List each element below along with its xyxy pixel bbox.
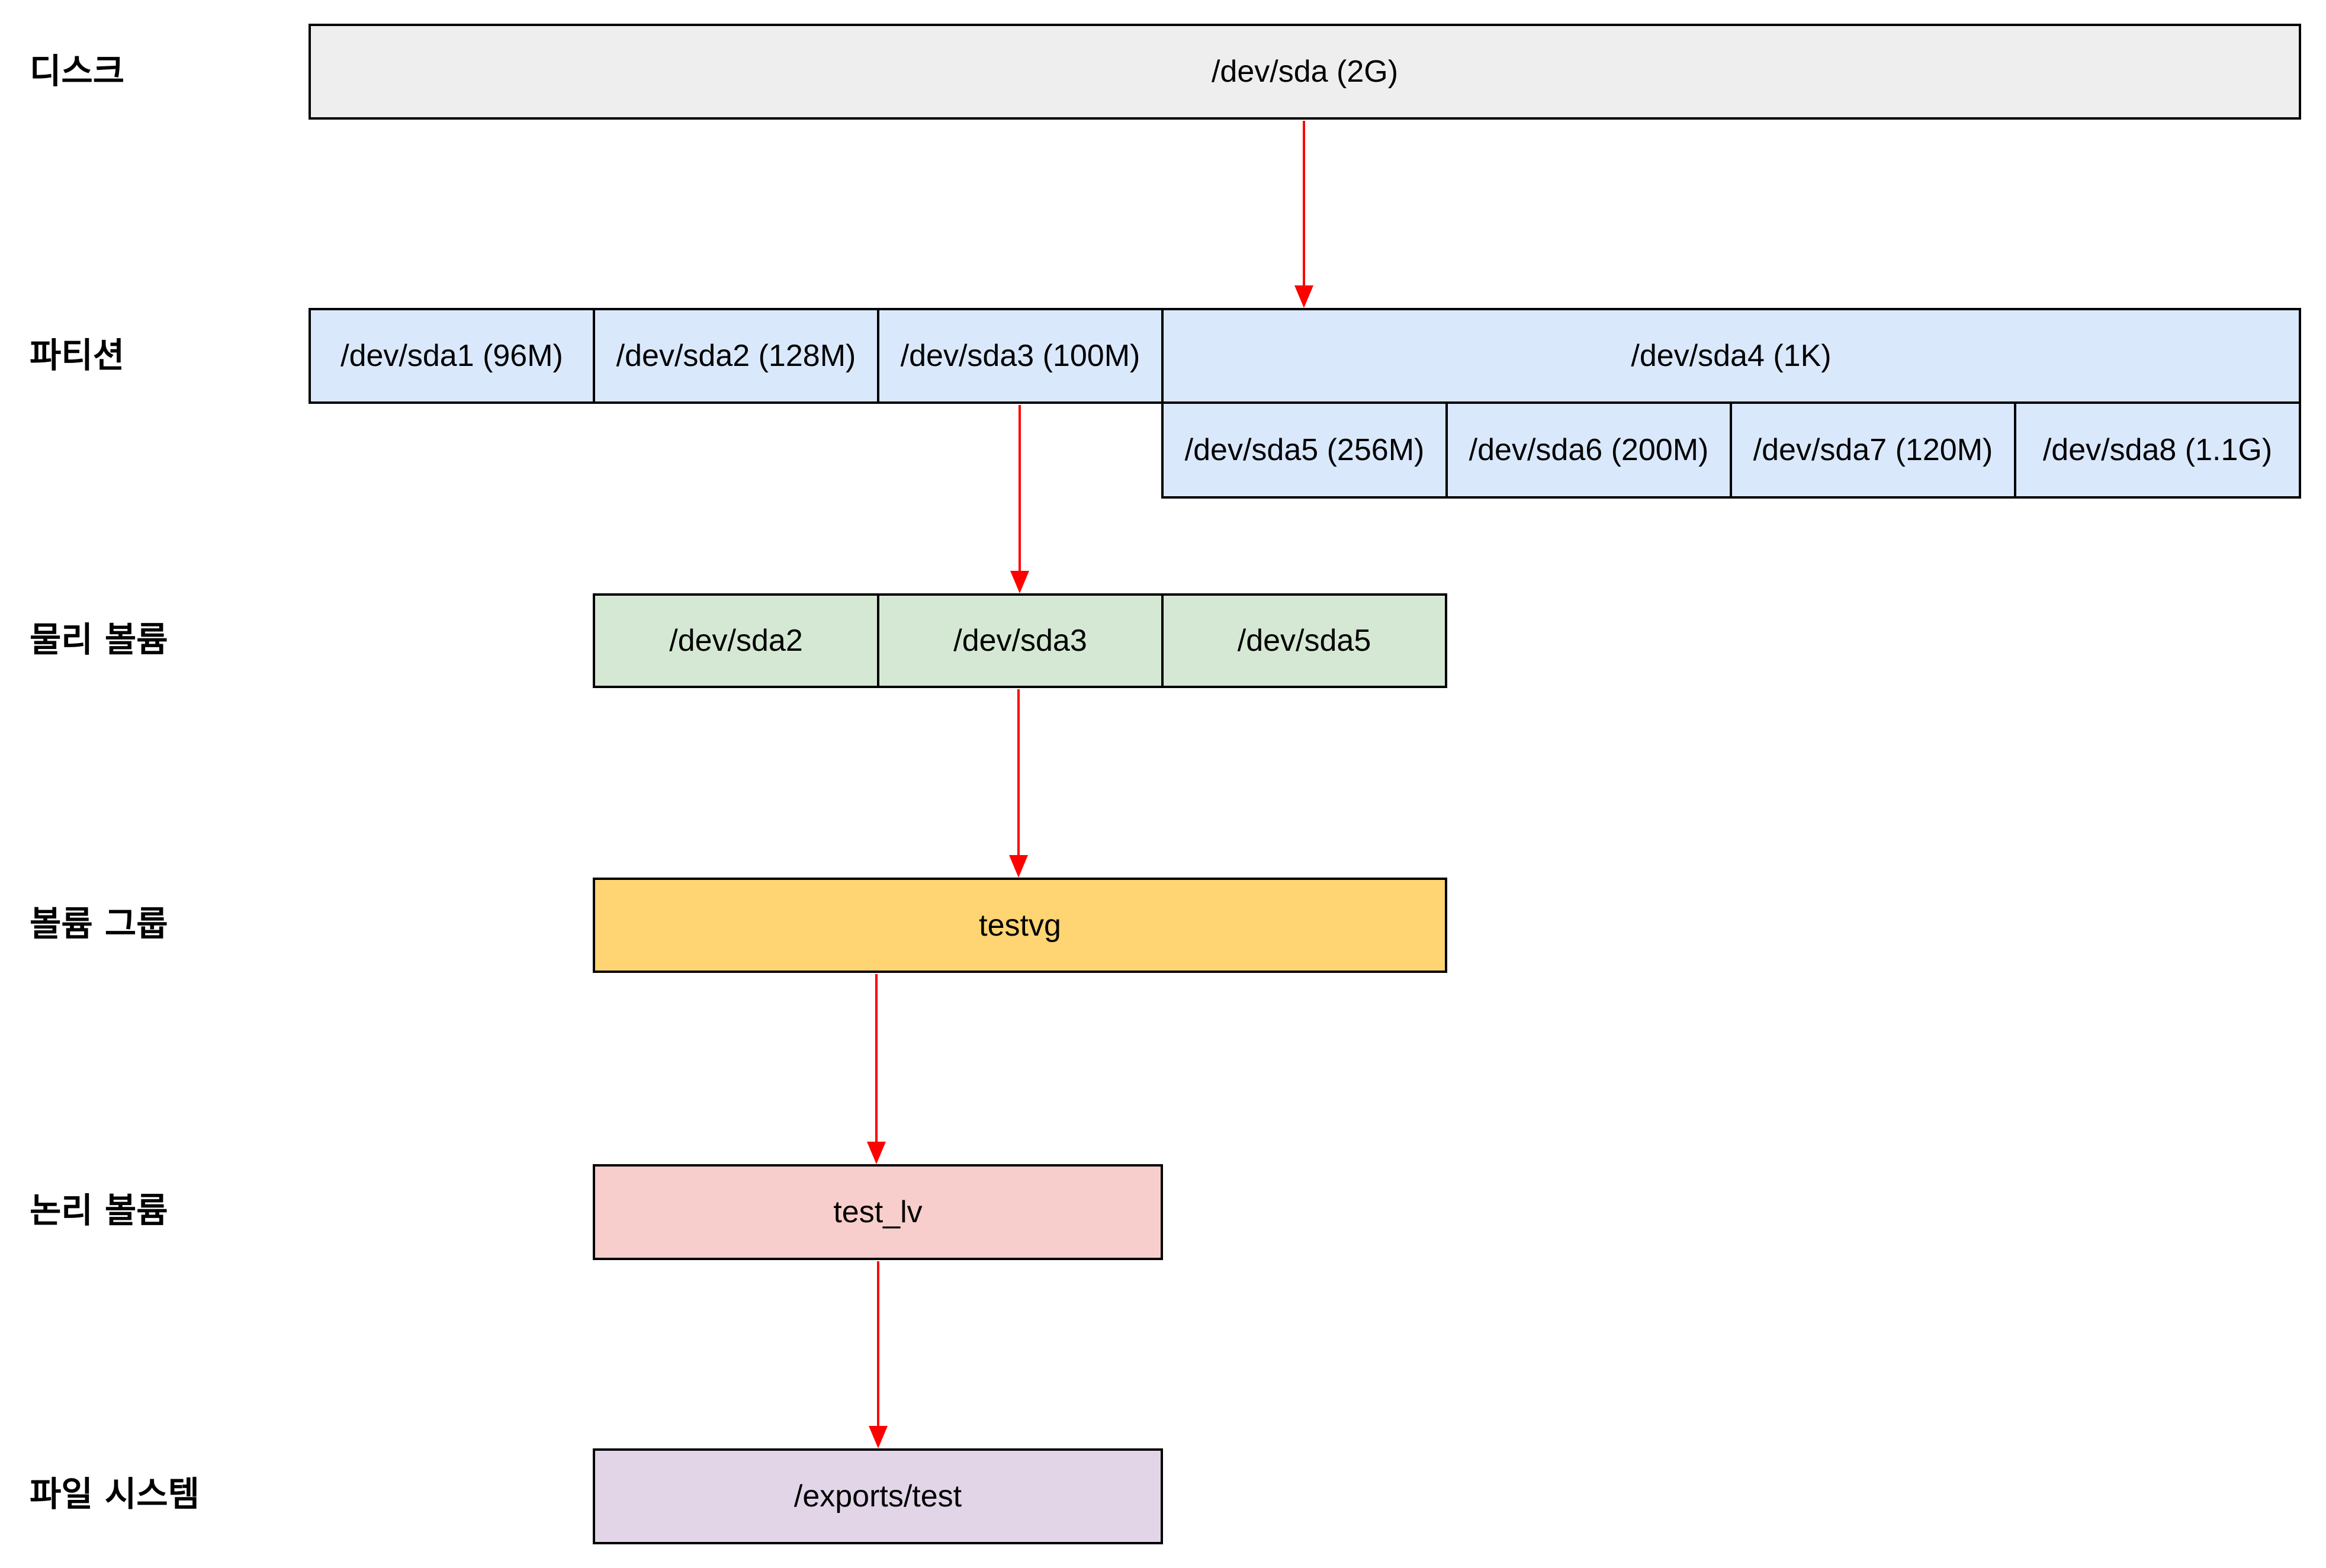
partition-sda1-label: /dev/sda1 (96M) (340, 339, 563, 373)
pv-sda2-label: /dev/sda2 (669, 624, 803, 658)
label-partition: 파티션 (30, 335, 125, 375)
pv-sda5-label: /dev/sda5 (1237, 624, 1371, 658)
partition-sda2[interactable]: /dev/sda2 (128M) (593, 308, 879, 404)
partition-sda7-label: /dev/sda7 (120M) (1753, 433, 1993, 467)
partition-sda4[interactable]: /dev/sda4 (1K) (1161, 308, 2301, 404)
filesystem-box[interactable]: /exports/test (593, 1448, 1163, 1544)
partition-sda8-label: /dev/sda8 (1.1G) (2042, 433, 2273, 467)
logical-volume-label: test_lv (833, 1195, 923, 1229)
partition-sda3[interactable]: /dev/sda3 (100M) (877, 308, 1164, 404)
filesystem-label: /exports/test (793, 1479, 962, 1514)
arrowhead-partition-to-pv (1010, 571, 1029, 593)
partition-sda5[interactable]: /dev/sda5 (256M) (1161, 401, 1448, 499)
partition-sda5-label: /dev/sda5 (256M) (1184, 433, 1425, 467)
arrowhead-disk-to-partition (1294, 285, 1313, 308)
label-lv: 논리 볼륨 (30, 1190, 168, 1230)
arrowhead-pv-to-vg (1009, 855, 1028, 878)
pv-sda3-label: /dev/sda3 (953, 624, 1087, 658)
pv-sda5[interactable]: /dev/sda5 (1161, 593, 1447, 688)
partition-sda2-label: /dev/sda2 (128M) (616, 339, 856, 373)
partition-sda7[interactable]: /dev/sda7 (120M) (1730, 401, 2016, 499)
partition-sda6[interactable]: /dev/sda6 (200M) (1445, 401, 1732, 499)
partition-sda8[interactable]: /dev/sda8 (1.1G) (2014, 401, 2301, 499)
disk-label: /dev/sda (2G) (1211, 54, 1399, 89)
arrowhead-lv-to-fs (869, 1426, 888, 1448)
label-disk: 디스크 (30, 51, 125, 91)
disk-box[interactable]: /dev/sda (2G) (309, 24, 2301, 120)
partition-sda3-label: /dev/sda3 (100M) (900, 339, 1140, 373)
partition-sda4-label: /dev/sda4 (1K) (1631, 339, 1832, 373)
volume-group-label: testvg (979, 908, 1061, 943)
label-vg: 볼륨 그룹 (30, 904, 168, 944)
label-fs: 파일 시스템 (30, 1474, 200, 1514)
volume-group-box[interactable]: testvg (593, 878, 1447, 973)
arrowhead-vg-to-lv (867, 1142, 886, 1164)
partition-sda6-label: /dev/sda6 (200M) (1469, 433, 1709, 467)
logical-volume-box[interactable]: test_lv (593, 1164, 1163, 1260)
label-pv: 물리 볼륨 (30, 619, 168, 660)
